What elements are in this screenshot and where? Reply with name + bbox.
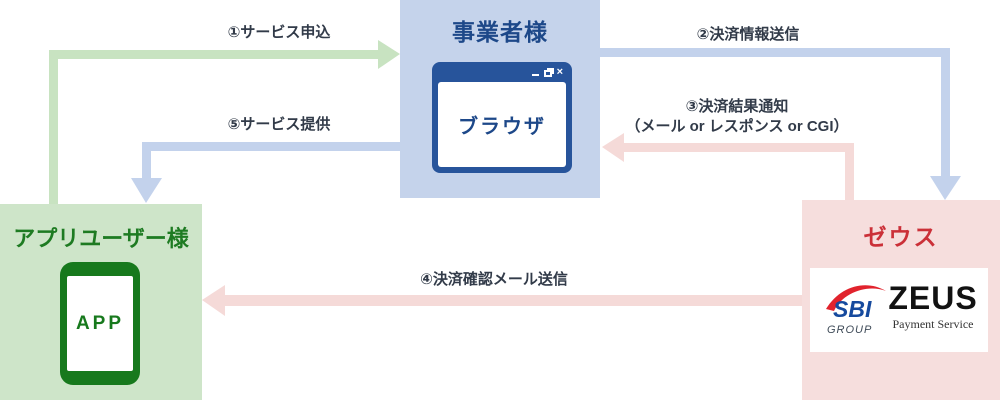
smartphone-icon: APP bbox=[60, 262, 140, 385]
app-user-title: アプリユーザー様 bbox=[13, 226, 189, 251]
close-icon: × bbox=[556, 66, 563, 78]
zeus-logo-text: ZEUS bbox=[888, 280, 978, 316]
flow-label-service-application: ①サービス申込 bbox=[227, 24, 331, 41]
zeus-tagline: Payment Service bbox=[892, 317, 974, 331]
flow-label-payment-result-line2: （メール or レスポンス or CGI） bbox=[625, 118, 849, 135]
zeus-logo: ZEUS Payment Service bbox=[888, 281, 978, 332]
zeus-logo-card: SBI GROUP ZEUS Payment Service bbox=[810, 268, 988, 352]
arrow-shaft bbox=[600, 48, 950, 57]
flow-label-payment-result: ③決済結果通知 （メール or レスポンス or CGI） bbox=[603, 97, 871, 137]
app-label: APP bbox=[75, 312, 125, 334]
arrowhead-left-icon bbox=[202, 285, 225, 316]
arrow-shaft bbox=[142, 142, 151, 178]
minimize-icon bbox=[531, 74, 539, 76]
arrow-shaft bbox=[624, 143, 854, 152]
restore-icon bbox=[543, 67, 554, 77]
arrow-shaft bbox=[146, 142, 400, 151]
sbi-group-text: GROUP bbox=[827, 324, 873, 336]
arrow-shaft bbox=[941, 48, 950, 176]
sbi-swoosh-icon bbox=[826, 285, 886, 311]
flow-label-service-provision: ⑤サービス提供 bbox=[227, 116, 331, 133]
browser-window: × ブラウザ bbox=[432, 62, 572, 173]
arrow-shaft bbox=[224, 295, 802, 306]
arrowhead-right-icon bbox=[378, 40, 400, 69]
browser-label: ブラウザ bbox=[458, 116, 546, 138]
sbi-logo-text: SBI bbox=[833, 296, 872, 322]
arrow-shaft bbox=[845, 148, 854, 200]
flow-label-payment-result-line1: ③決済結果通知 bbox=[685, 98, 789, 115]
arrowhead-down-icon bbox=[131, 178, 162, 203]
merchant-title: 事業者様 bbox=[452, 19, 548, 45]
arrow-shaft bbox=[49, 50, 378, 59]
flow-label-payment-info: ②決済情報送信 bbox=[696, 26, 800, 43]
arrow-shaft bbox=[49, 50, 58, 204]
arrowhead-down-icon bbox=[930, 176, 961, 200]
browser-content: ブラウザ bbox=[438, 82, 566, 167]
zeus-title: ゼウス bbox=[863, 224, 939, 250]
browser-titlebar-controls: × bbox=[531, 66, 563, 78]
arrowhead-left-icon bbox=[602, 133, 624, 162]
flow-label-confirmation-mail: ④決済確認メール送信 bbox=[420, 271, 568, 288]
sbi-group-logo: SBI GROUP bbox=[824, 280, 890, 340]
smartphone-screen: APP bbox=[67, 276, 133, 371]
